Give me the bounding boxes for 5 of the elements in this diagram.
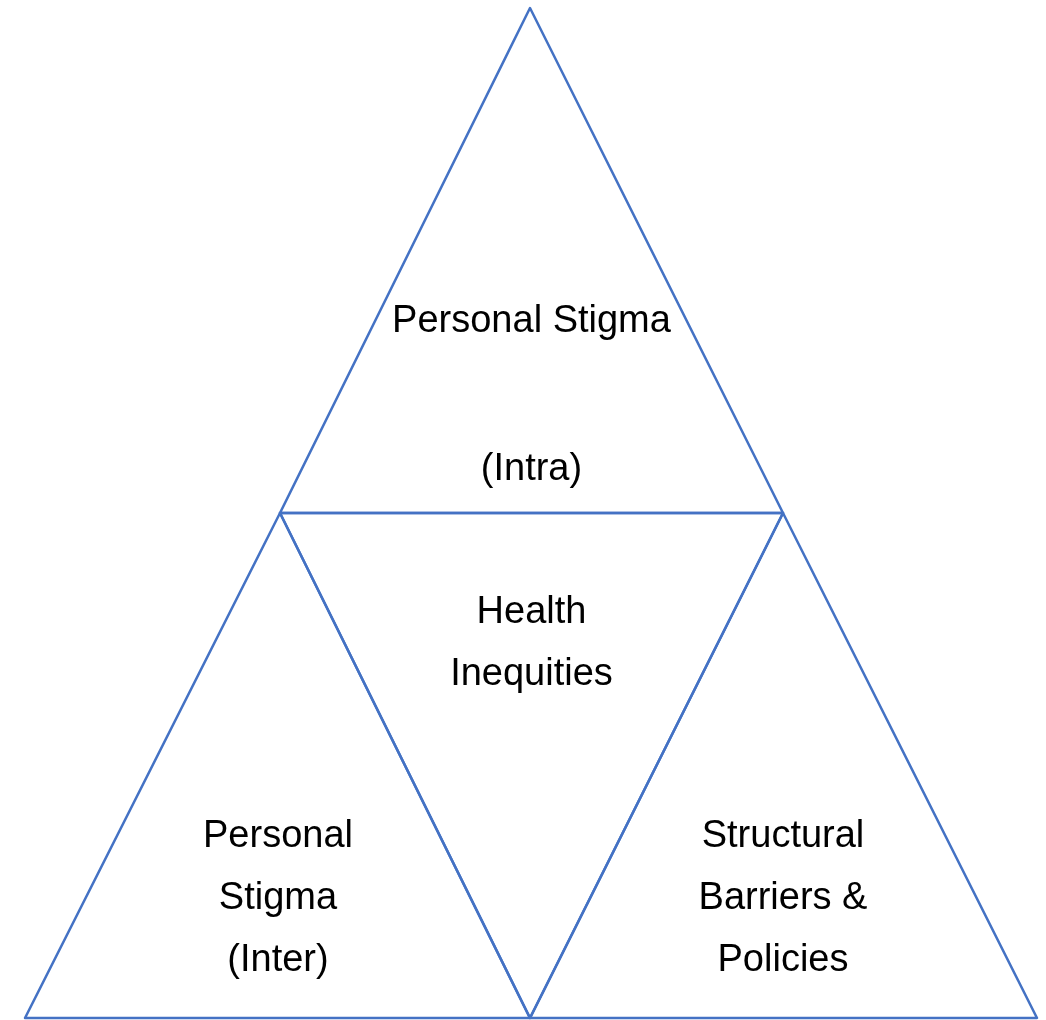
node-label: Structural Barriers & Policies: [697, 812, 869, 981]
node-label: Personal Stigma: [391, 297, 672, 342]
node-label: (Intra): [479, 445, 584, 490]
node-label: Health Inequities: [449, 588, 614, 695]
node-label: Personal Stigma (Inter): [202, 812, 354, 981]
